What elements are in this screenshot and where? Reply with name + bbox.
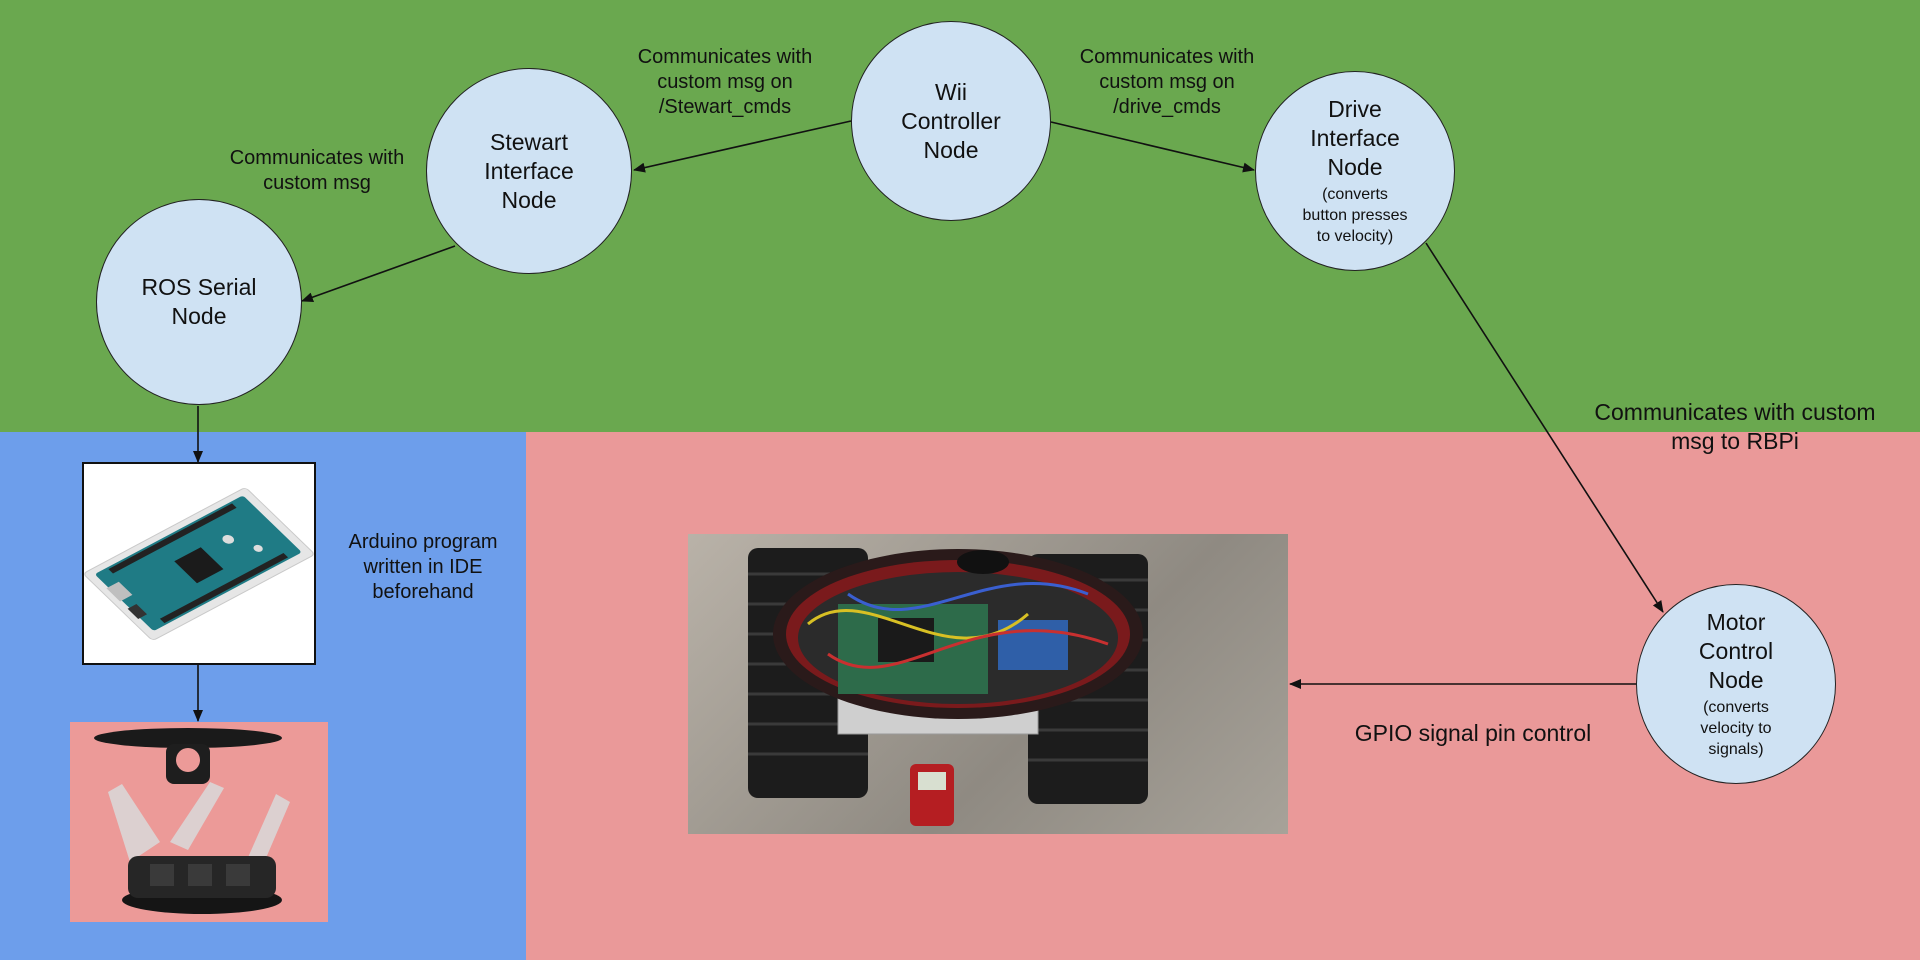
motor-control-node: Motor Control Node (converts velocity to… <box>1636 584 1836 784</box>
node-note: (converts velocity to signals) <box>1700 699 1772 758</box>
drive-interface-node: Drive Interface Node (converts button pr… <box>1255 71 1455 271</box>
arduino-board-image <box>82 462 316 665</box>
label-wii-to-stewart: Communicates with custom msg on /Stewart… <box>637 46 813 118</box>
label-drive-to-motor: Communicates with custom msg to RBPi <box>1594 399 1876 454</box>
arrow-wii-to-drive <box>1050 121 1255 173</box>
node-title: Motor Control Node <box>1698 609 1774 693</box>
label-stewart-to-ros: Communicates with custom msg <box>229 147 405 194</box>
stewart-interface-node: Stewart Interface Node <box>426 68 632 274</box>
stewart-platform-image <box>70 722 328 922</box>
arrow-drive-to-motor <box>1425 242 1664 613</box>
arrow-stewart-to-ros <box>301 245 456 302</box>
node-title: Stewart Interface Node <box>484 128 574 213</box>
node-note: (converts button presses to velocity) <box>1302 186 1408 245</box>
tracked-robot-image <box>688 534 1288 834</box>
label-gpio-control: GPIO signal pin control <box>1354 720 1592 746</box>
arrow-wii-to-stewart <box>633 120 852 173</box>
node-title: Drive Interface Node <box>1310 96 1400 180</box>
node-title: Wii Controller Node <box>901 78 1001 163</box>
node-title: ROS Serial Node <box>141 274 257 329</box>
label-arduino-program: Arduino program written in IDE beforehan… <box>348 531 498 603</box>
ros-serial-node: ROS Serial Node <box>96 199 302 405</box>
label-wii-to-drive: Communicates with custom msg on /drive_c… <box>1079 46 1255 118</box>
wii-controller-node: Wii Controller Node <box>851 21 1051 221</box>
